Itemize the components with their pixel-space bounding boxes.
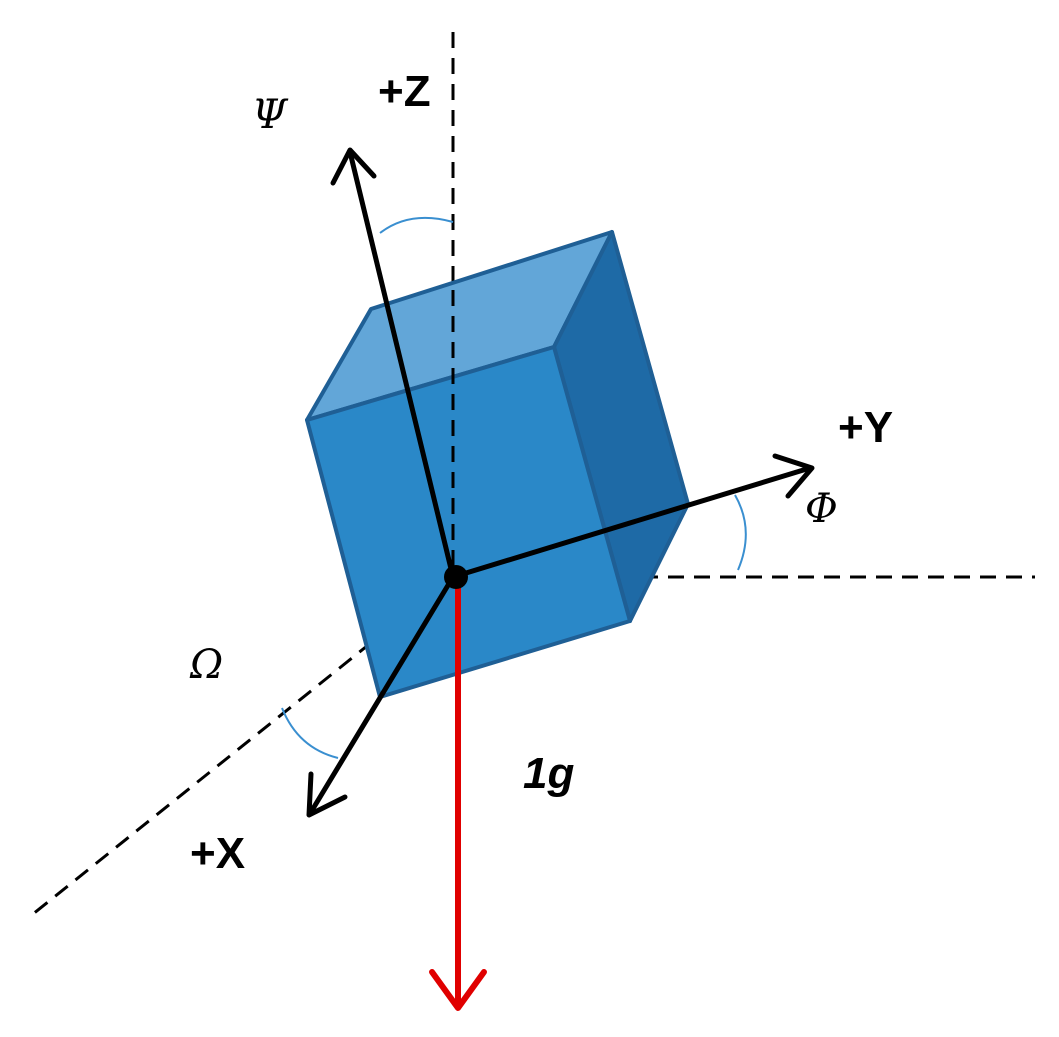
psi-axis-shaft	[347, 149, 456, 580]
cube-front-face	[305, 345, 632, 699]
phi-angle-label: Φ	[805, 486, 838, 532]
y-axis-label: +Y	[838, 403, 893, 452]
psi-angle-label: Ψ	[252, 92, 289, 138]
x-axis-label: +X	[190, 829, 245, 878]
body-axes	[306, 147, 815, 818]
gravity-vector	[429, 577, 487, 1011]
origin-point	[444, 565, 468, 589]
x-body-axis-shaft	[308, 574, 456, 815]
phi-angle-arc	[734, 494, 747, 571]
psi-angle-arc	[379, 216, 454, 234]
x-body-axis-arrowhead	[306, 771, 348, 818]
omega-angle-arc	[281, 707, 339, 759]
y-body-axis-shaft	[450, 465, 813, 580]
y-body-axis-arrowhead	[772, 453, 815, 499]
omega-angle-label: Ω	[189, 642, 223, 688]
sensor-cube	[305, 230, 690, 699]
gravity-vector-arrowhead	[429, 969, 487, 1011]
psi-axis-arrowhead	[330, 147, 377, 186]
angle-arcs	[281, 216, 747, 759]
gravity-label: 1g	[523, 749, 574, 798]
z-axis-label: +Z	[378, 67, 431, 116]
